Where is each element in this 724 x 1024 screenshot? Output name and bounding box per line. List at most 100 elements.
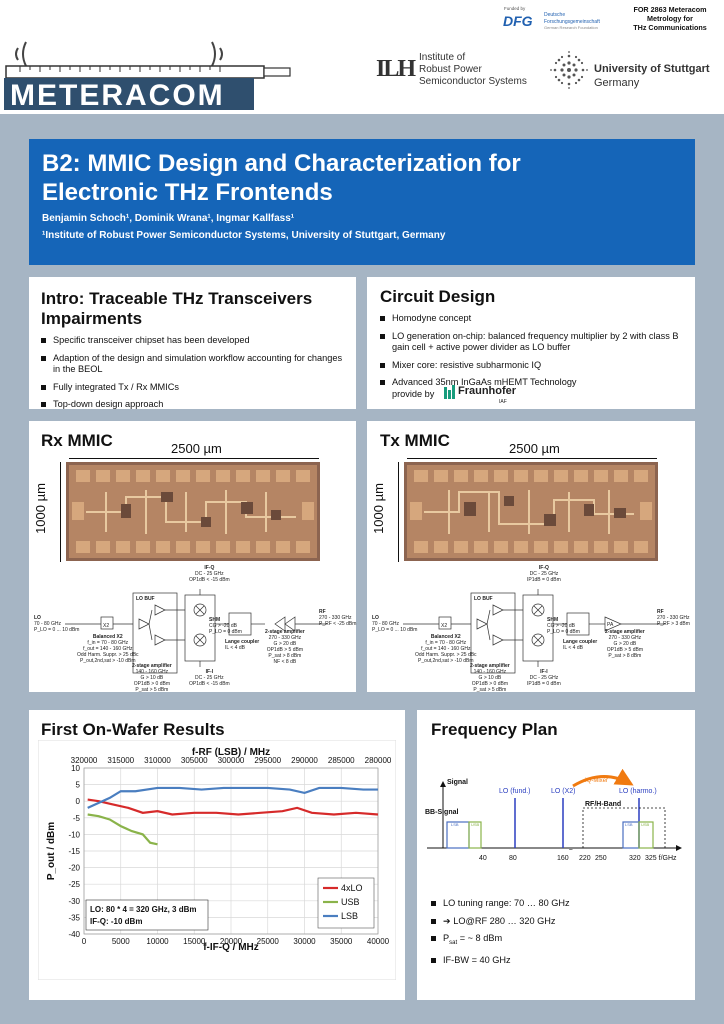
series-line	[87, 798, 379, 816]
tx-height-label: 1000 µm	[370, 483, 386, 534]
freq-diagram: Signal BB-Signal LSB USB LO (fund.) LO (…	[425, 768, 682, 862]
series-line	[87, 786, 378, 809]
dfg-name: Deutsche Forschungsgemeinschaft German R…	[544, 12, 600, 30]
svg-text:LO BUF: LO BUF	[136, 596, 155, 602]
top-x-axis-label: f-RF (LSB) / MHz	[192, 747, 270, 758]
svg-text:LO (X2): LO (X2)	[551, 788, 576, 795]
intro-title: Intro: Traceable THz Transceivers Impair…	[41, 289, 313, 328]
tx-block-diagram: X2 LO BUF PA	[403, 589, 665, 674]
legend-label: 4xLO	[341, 883, 363, 893]
y-tick-label: -5	[73, 814, 81, 823]
dfg-logo: DFG	[503, 13, 533, 29]
tx-rf-label: RF 270 - 330 GHz P_RF > 3 dBm	[657, 609, 690, 627]
rx-lo-label: LO 70 - 80 GHz P_LO = 0 ... 10 dBm	[34, 615, 80, 633]
rx-amp-label: 2-stage amplifier 270 - 330 GHz G > 20 d…	[265, 629, 305, 665]
x-tick-label: 20000	[220, 937, 243, 946]
chart-frame	[38, 740, 396, 980]
meteracom-logo: METERACOM	[4, 41, 291, 112]
series-line	[87, 813, 158, 846]
y-tick-label: 0	[76, 797, 81, 806]
svg-text:220: 220	[579, 855, 591, 862]
x-tick-label: 10000	[146, 937, 169, 946]
y-tick-label: -30	[68, 897, 80, 906]
svg-text:PA: PA	[607, 622, 614, 628]
annotation-box	[85, 899, 209, 931]
tx-width-arrow	[407, 458, 657, 459]
fraunhofer-mark-icon	[444, 385, 455, 399]
svg-text:IQ-Mixer: IQ-Mixer	[585, 778, 608, 784]
tx-width-label: 2500 µm	[509, 441, 560, 456]
rx-balanced-label: Balanced X2 f_in = 70 - 80 GHz f_out = 1…	[77, 634, 139, 664]
legend-label: LSB	[341, 911, 358, 921]
y-tick-label: 5	[76, 781, 81, 790]
rx-ifq-label: IF-Q DC - 25 GHz OP1dB < -15 dBm	[189, 565, 230, 583]
rx-width-arrow	[69, 458, 319, 459]
top-x-tick-label: 305000	[181, 756, 208, 765]
list-item: Specific transceiver chipset has been de…	[41, 335, 346, 347]
ilh-logo: ILH	[376, 56, 416, 82]
poster-title: B2: MMIC Design and Characterization for…	[42, 150, 521, 206]
rx-twostage-label: 2-stage amplifier 140 - 160 GHz G > 10 d…	[132, 663, 172, 693]
svg-text:80: 80	[509, 855, 517, 862]
list-item: Homodyne concept	[380, 313, 685, 325]
uni-stuttgart-logo-icon	[550, 51, 588, 89]
affiliation: ¹Institute of Robust Power Semiconductor…	[42, 230, 446, 241]
svg-text:USB: USB	[471, 822, 480, 827]
tx-chip-photo	[404, 462, 658, 561]
freq-bullets: LO tuning range: 70 … 80 GHz ➔ LO@RF 280…	[431, 898, 681, 973]
y-tick-label: -20	[68, 864, 80, 873]
rx-panel: Rx MMIC 2500 µm 1000 µm	[29, 421, 357, 693]
annotation-line: IF-Q: -10 dBm	[90, 917, 142, 926]
circuit-bullets: Homodyne concept LO generation on-chip: …	[380, 313, 685, 395]
top-x-tick-label: 300000	[218, 756, 245, 765]
list-item: ➔ LO@RF 280 … 320 GHz	[431, 916, 681, 928]
svg-text:X2: X2	[103, 623, 109, 629]
svg-text:325 f/GHz: 325 f/GHz	[645, 855, 677, 862]
rx-rf-label: RF 270 - 330 GHz P_RF < -25 dBm	[319, 609, 357, 627]
y-tick-label: -40	[68, 930, 80, 939]
svg-text:METERACOM: METERACOM	[10, 79, 225, 112]
x-tick-label: 15000	[183, 937, 206, 946]
rx-coupler-label: Lange coupler IL < 4 dB	[225, 639, 260, 651]
x-tick-label: 40000	[367, 937, 390, 946]
top-x-tick-label: 315000	[107, 756, 134, 765]
svg-text:BB-Signal: BB-Signal	[425, 809, 459, 816]
svg-text:250: 250	[595, 855, 607, 862]
svg-text:Signal: Signal	[447, 779, 468, 786]
freq-title: Frequency Plan	[431, 720, 558, 739]
freq-panel: Frequency Plan Signal BB-Signal LSB USB …	[417, 710, 695, 1000]
svg-text:LSB: LSB	[451, 822, 459, 827]
circuit-title: Circuit Design	[380, 287, 496, 306]
authors: Benjamin Schoch¹, Dominik Wrana¹, Ingmar…	[42, 213, 295, 224]
svg-text:LSB: LSB	[625, 822, 633, 827]
dfg-funded-by: Funded by	[504, 6, 526, 11]
top-x-tick-label: 310000	[144, 756, 171, 765]
list-item: Psat = ~ 8 dBm	[431, 933, 681, 949]
list-item: Adaption of the design and simulation wo…	[41, 353, 346, 376]
svg-text:USB: USB	[641, 822, 650, 827]
rx-title: Rx MMIC	[41, 431, 113, 450]
x-axis-label: f-IF-Q / MHz	[203, 942, 259, 953]
list-item: Advanced 35nm InGaAs mHEMT Technology	[380, 377, 685, 389]
x-tick-label: 5000	[112, 937, 130, 946]
svg-text:160: 160	[557, 855, 569, 862]
circuit-panel: Circuit Design Homodyne concept LO gener…	[367, 277, 695, 409]
intro-panel: Intro: Traceable THz Transceivers Impair…	[29, 277, 356, 409]
list-item: Mixer core: resistive subharmonic IQ	[380, 360, 685, 372]
y-tick-label: -25	[68, 880, 80, 889]
header: METERACOM Funded by DFG Deutsche Forschu…	[0, 0, 724, 114]
tx-shm-label: SHM CG > -20 dB P_LO = 0 dBm	[547, 617, 580, 635]
y-axis-label: P_out / dBm	[46, 822, 57, 880]
svg-text:X2: X2	[441, 623, 447, 629]
rx-chip-photo	[66, 462, 320, 561]
tx-height-arrow	[398, 462, 399, 562]
x-tick-label: 30000	[293, 937, 316, 946]
tx-amp-label: 2-stage amplifier 270 - 330 GHz G > 20 d…	[605, 629, 645, 659]
list-item: IF-BW = 40 GHz	[431, 955, 681, 967]
for-label: FOR 2863 Meteracom Metrology for THz Com…	[633, 5, 707, 32]
rx-ifi-label: IF-I DC - 25 GHz OP1dB < -15 dBm	[189, 669, 230, 687]
svg-text:≈: ≈	[569, 846, 573, 853]
x-tick-label: 35000	[330, 937, 353, 946]
plot-area	[83, 767, 379, 935]
